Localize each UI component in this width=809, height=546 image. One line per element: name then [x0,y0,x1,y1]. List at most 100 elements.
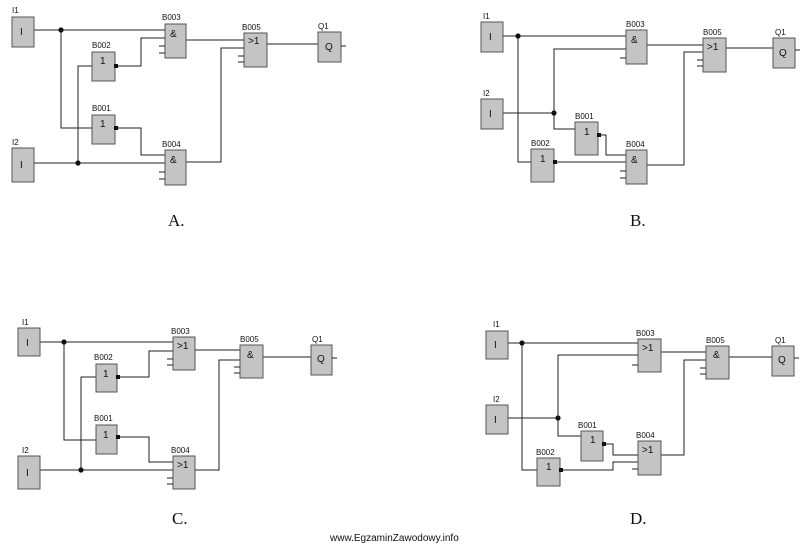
input-label: I2 [12,138,19,147]
wire [115,37,165,67]
junction-dot [61,339,67,345]
block-label: B004 [162,140,181,149]
junction-dot [58,27,64,33]
block-label: B005 [706,336,725,345]
wire [598,134,626,156]
output-block-q1 [317,31,342,63]
pin-stubs [700,367,706,375]
block-symbol: & [713,350,720,361]
pin-stubs [167,358,173,366]
or-block-b005 [243,32,268,68]
output-symbol: Q [778,355,786,366]
output-block-q1 [772,37,796,69]
junction-dot [519,340,525,346]
negation-marker [116,375,120,379]
negation-marker [597,133,601,137]
input-label: I2 [22,446,29,455]
input-label: I1 [483,12,490,21]
option-c-diagram: I1 I I2 I B002 1 B001 1 B003 >1 B004 >1 … [17,318,337,528]
wire [517,36,531,163]
input-symbol: I [489,109,492,120]
wire [195,359,240,471]
block-symbol: >1 [707,42,719,53]
wire [553,48,626,113]
input-label: I2 [493,395,500,404]
input-symbol: I [20,27,23,38]
or-block-b004 [172,455,196,490]
block-label: B005 [703,28,722,37]
junction-dot [515,33,521,39]
output-symbol: Q [779,48,787,59]
block-symbol: 1 [103,369,109,380]
junction-dot [75,160,81,166]
pin-stubs [159,171,165,180]
pin-stubs [167,477,173,485]
wire [117,350,173,378]
and-block-b003 [164,23,187,59]
input-symbol: I [26,468,29,479]
or-block-b005 [702,37,727,73]
block-label: B001 [92,104,111,113]
block-label: B005 [240,335,259,344]
input-block-i2 [480,98,504,130]
option-caption: C. [172,509,188,528]
block-symbol: >1 [642,343,654,354]
junction-dot [555,415,561,421]
block-label: B002 [92,41,111,50]
wire [557,418,581,437]
wire [661,359,706,456]
output-symbol: Q [317,354,325,365]
block-label: B003 [171,327,190,336]
block-symbol: >1 [177,460,189,471]
negation-marker [602,442,606,446]
block-label: B001 [94,414,113,423]
output-block-q1 [771,345,795,377]
input-label: I1 [12,6,19,15]
input-block-i1 [17,327,41,357]
option-caption: B. [630,211,646,230]
block-label: B002 [531,139,550,148]
block-label: B003 [626,20,645,29]
or-block-b003 [637,338,662,373]
or-block-b003 [172,336,196,371]
wire [63,342,96,441]
block-symbol: 1 [540,154,546,165]
output-label: Q1 [775,336,786,345]
negation-marker [553,160,557,164]
wire [603,443,638,456]
input-symbol: I [494,340,497,351]
wire [115,127,165,156]
block-label: B003 [636,329,655,338]
output-label: Q1 [312,335,323,344]
output-label: Q1 [318,22,329,31]
pin-stubs [697,59,703,67]
block-symbol: >1 [248,36,260,47]
not-block-b001 [95,424,118,455]
block-label: B001 [575,112,594,121]
input-label: I2 [483,89,490,98]
or-block-b004 [637,440,662,476]
block-symbol: & [631,35,638,46]
block-symbol: >1 [177,341,189,352]
and-block-b004 [625,149,648,185]
pin-stubs [234,366,240,374]
block-label: B005 [242,23,261,32]
input-block-i2 [17,455,41,490]
output-label: Q1 [775,28,786,37]
wire [186,47,244,163]
wire [117,436,173,463]
negation-marker [559,468,563,472]
option-d-diagram: I1 I I2 I B001 1 B002 1 B003 >1 B004 >1 … [485,320,799,528]
input-symbol: I [489,32,492,43]
input-block-i2 [485,404,509,435]
and-block-b003 [625,29,648,65]
block-label: B004 [171,446,190,455]
pin-stubs [159,45,165,54]
block-symbol: 1 [100,56,106,67]
input-symbol: I [26,338,29,349]
option-b-diagram: I1 I I2 I B001 1 B002 1 B003 & B004 & B0… [480,12,800,230]
input-symbol: I [20,160,23,171]
pin-stubs [620,170,626,179]
wire [521,343,537,471]
